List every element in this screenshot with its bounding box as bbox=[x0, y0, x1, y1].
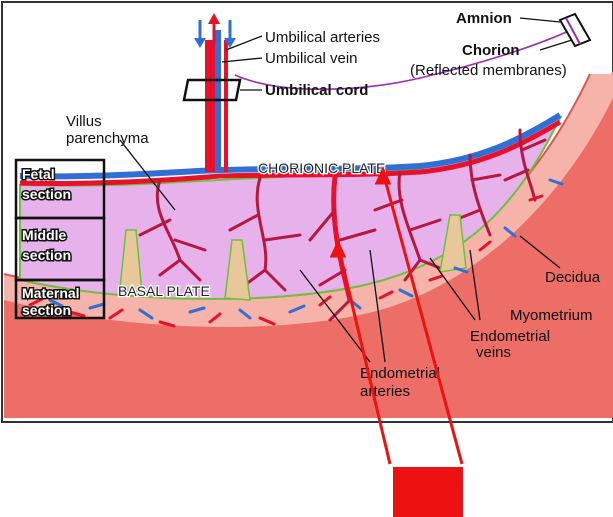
label-endometrial-veins-1: Endometrial bbox=[470, 328, 550, 345]
maternal-section-label-2: section bbox=[22, 302, 71, 318]
annotation-red-box bbox=[393, 467, 463, 517]
label-basal-plate: BASAL PLATE bbox=[118, 283, 210, 299]
label-umbilical-vein: Umbilical vein bbox=[265, 50, 358, 67]
middle-section-label-2: section bbox=[22, 247, 71, 263]
label-endometrial-arteries-2: arteries bbox=[360, 383, 410, 400]
fetal-section-label-2: section bbox=[22, 186, 71, 202]
label-reflected-membranes: (Reflected membranes) bbox=[410, 62, 567, 79]
label-umbilical-arteries: Umbilical arteries bbox=[265, 29, 380, 46]
label-endometrial-arteries-1: Endometrial bbox=[360, 365, 440, 382]
maternal-section-label-1: Maternal bbox=[22, 285, 80, 301]
middle-section-label-1: Middle bbox=[22, 227, 67, 243]
label-chorion: Chorion bbox=[462, 42, 520, 59]
label-umbilical-cord: Umbilical cord bbox=[265, 82, 368, 99]
label-decidua: Decidua bbox=[545, 269, 601, 286]
label-chorionic-plate: CHORIONIC PLATE bbox=[258, 160, 385, 176]
label-amnion: Amnion bbox=[456, 10, 512, 27]
fetal-section-label-1: Fetal bbox=[22, 166, 55, 182]
label-myometrium: Myometrium bbox=[510, 307, 593, 324]
label-villus-1: Villus bbox=[66, 113, 102, 130]
label-endometrial-veins-2: veins bbox=[476, 344, 511, 361]
label-villus-2: parenchyma bbox=[66, 130, 149, 147]
